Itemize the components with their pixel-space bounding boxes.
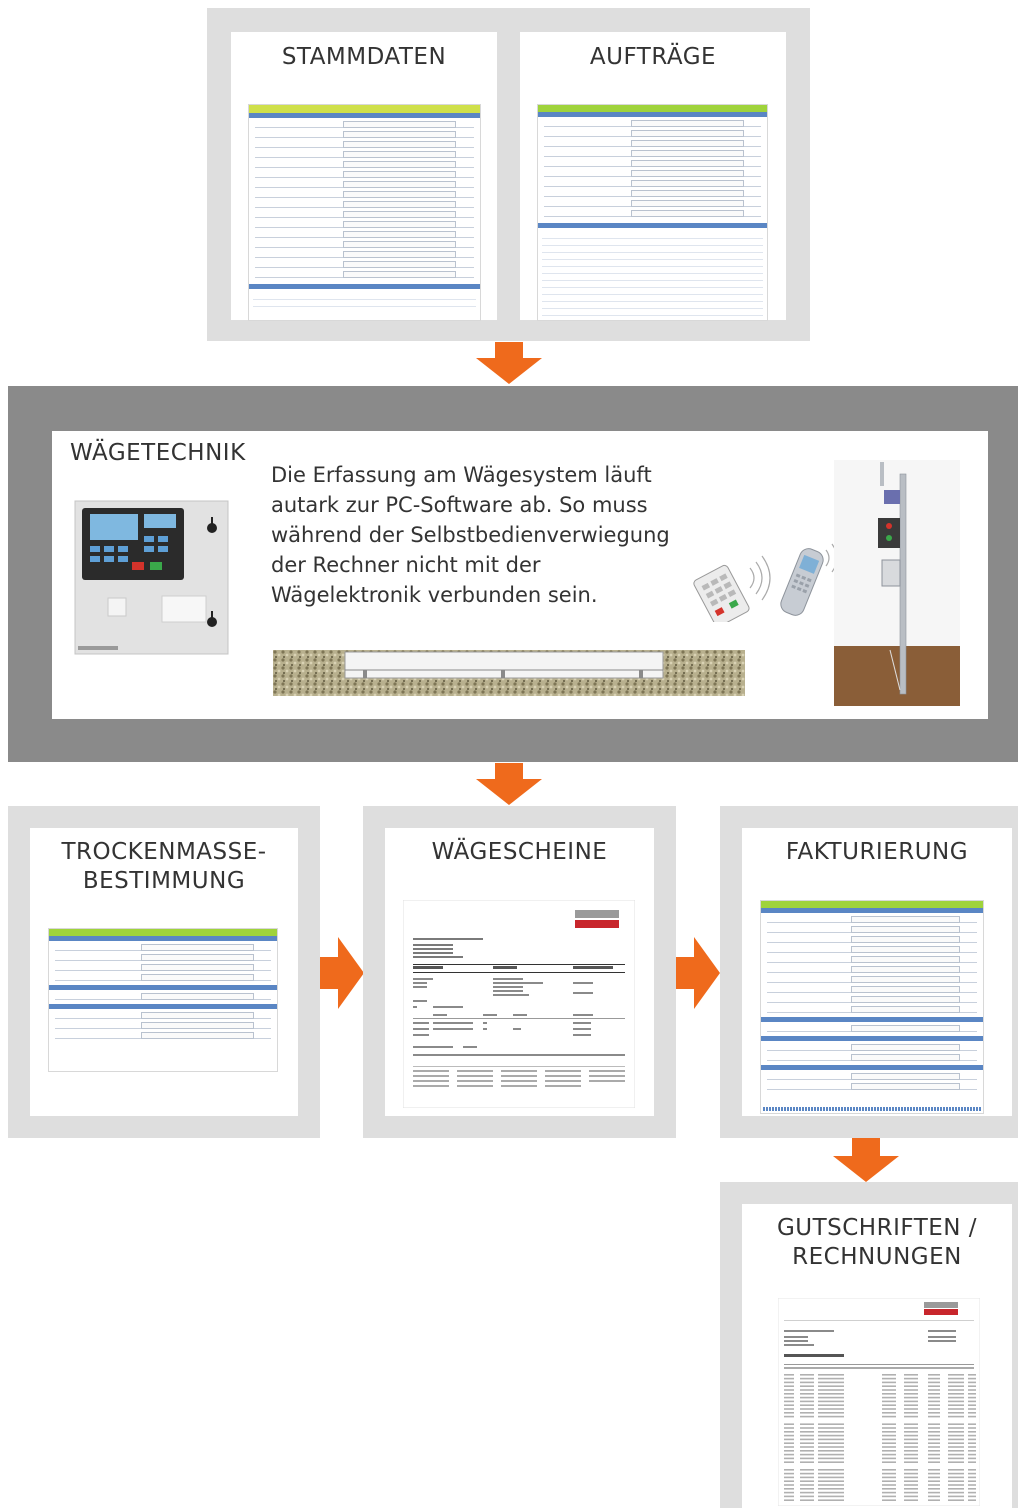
auftraege-title: AUFTRÄGE: [589, 44, 717, 70]
stammdaten-screenshot: [248, 104, 481, 321]
weighbridge-image: [273, 650, 745, 696]
phone-card-image: [693, 543, 838, 622]
screenshot-header-bar: [249, 105, 480, 113]
trockenmasse-screenshot: [48, 928, 278, 1072]
waegetechnik-text-line-2: autark zur PC-Software ab. So muss: [271, 493, 648, 517]
trockenmasse-card: TROCKENMASSE- BESTIMMUNG: [30, 828, 298, 1116]
waegeschein-document-image: [403, 900, 635, 1108]
stammdaten-title: STAMMDATEN: [281, 44, 447, 70]
waegescheine-card: WÄGESCHEINE: [385, 828, 654, 1116]
terminal-pole-image: [834, 460, 960, 706]
gutschriften-panel: GUTSCHRIFTEN / RECHNUNGEN: [720, 1182, 1018, 1508]
gutschriften-card: GUTSCHRIFTEN / RECHNUNGEN: [742, 1204, 1012, 1508]
fakturierung-title: FAKTURIERUNG: [785, 839, 969, 865]
auftraege-screenshot: [537, 104, 768, 321]
fakturierung-card: FAKTURIERUNG: [742, 828, 1012, 1116]
arrow-down-icon: [476, 342, 542, 384]
arrow-down-icon: [476, 763, 542, 805]
trockenmasse-title-line-1: TROCKENMASSE-: [61, 839, 267, 865]
waegetechnik-text-line-1: Die Erfassung am Wägesystem läuft: [271, 463, 652, 487]
trockenmasse-panel: TROCKENMASSE- BESTIMMUNG: [8, 806, 320, 1138]
trockenmasse-title-line-2: BESTIMMUNG: [82, 868, 246, 894]
stammdaten-card: STAMMDATEN: [231, 32, 497, 321]
gutschriften-title-line-2: RECHNUNGEN: [792, 1244, 962, 1270]
fakturierung-screenshot: [760, 900, 984, 1114]
gutschriften-title-line-1: GUTSCHRIFTEN /: [776, 1215, 978, 1241]
arrow-down-icon: [833, 1138, 899, 1182]
screenshot-sub-bar: [249, 113, 480, 118]
arrow-right-icon: [320, 937, 364, 1009]
waegetechnik-text-line-5: Wägelektronik verbunden sein.: [271, 583, 598, 607]
fakturierung-panel: FAKTURIERUNG: [720, 806, 1018, 1138]
waegetechnik-text-line-3: während der Selbstbedienverwiegung: [271, 523, 670, 547]
auftraege-card: AUFTRÄGE: [520, 32, 786, 321]
waegescheine-panel: WÄGESCHEINE: [363, 806, 676, 1138]
weighing-terminal-image: [74, 500, 229, 655]
arrow-right-icon: [676, 937, 720, 1009]
gutschrift-document-image: [778, 1298, 980, 1506]
waegetechnik-title: WÄGETECHNIK: [70, 440, 246, 466]
waegetechnik-text-line-4: der Rechner nicht mit der: [271, 553, 541, 577]
top-panel: STAMMDATEN AUFTRÄGE: [207, 8, 810, 341]
waegescheine-title: WÄGESCHEINE: [431, 839, 608, 865]
